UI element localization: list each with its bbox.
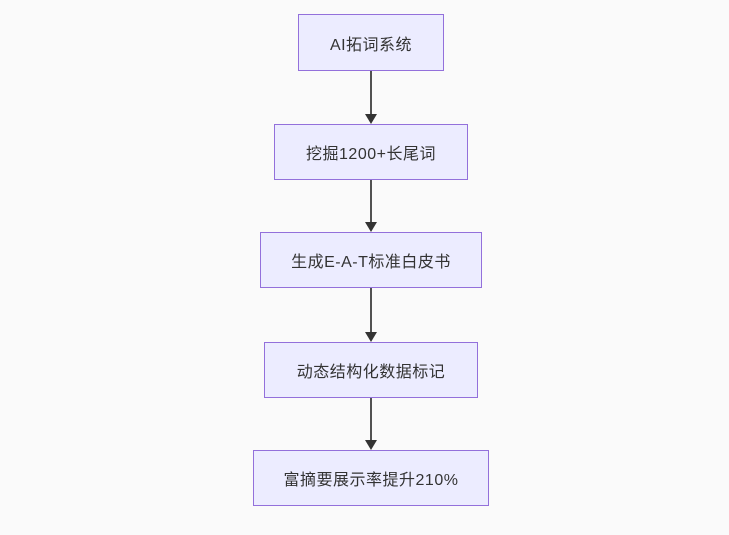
flow-edge-3 [365, 288, 377, 342]
node-label: 富摘要展示率提升210% [283, 472, 459, 489]
flow-node-rich-snippet-rate: 富摘要展示率提升210% [253, 450, 489, 506]
edge-line [370, 180, 372, 222]
edge-line [370, 71, 372, 114]
arrow-down-icon [365, 332, 377, 342]
arrow-down-icon [365, 114, 377, 124]
node-label: 动态结构化数据标记 [296, 364, 446, 381]
flow-edge-4 [365, 398, 377, 450]
arrow-down-icon [365, 440, 377, 450]
arrow-down-icon [365, 222, 377, 232]
edge-line [370, 288, 372, 332]
flow-edge-1 [365, 71, 377, 124]
flow-node-mine-longtail-keywords: 挖掘1200+长尾词 [274, 124, 468, 180]
flow-node-eat-whitepaper: 生成E-A-T标准白皮书 [260, 232, 482, 288]
node-label: 生成E-A-T标准白皮书 [291, 254, 451, 271]
node-label: 挖掘1200+长尾词 [306, 146, 436, 163]
edge-line [370, 398, 372, 440]
flow-node-ai-word-expansion-system: AI拓词系统 [298, 14, 444, 71]
flow-edge-2 [365, 180, 377, 232]
flow-node-structured-data-markup: 动态结构化数据标记 [264, 342, 478, 398]
node-label: AI拓词系统 [329, 36, 413, 54]
